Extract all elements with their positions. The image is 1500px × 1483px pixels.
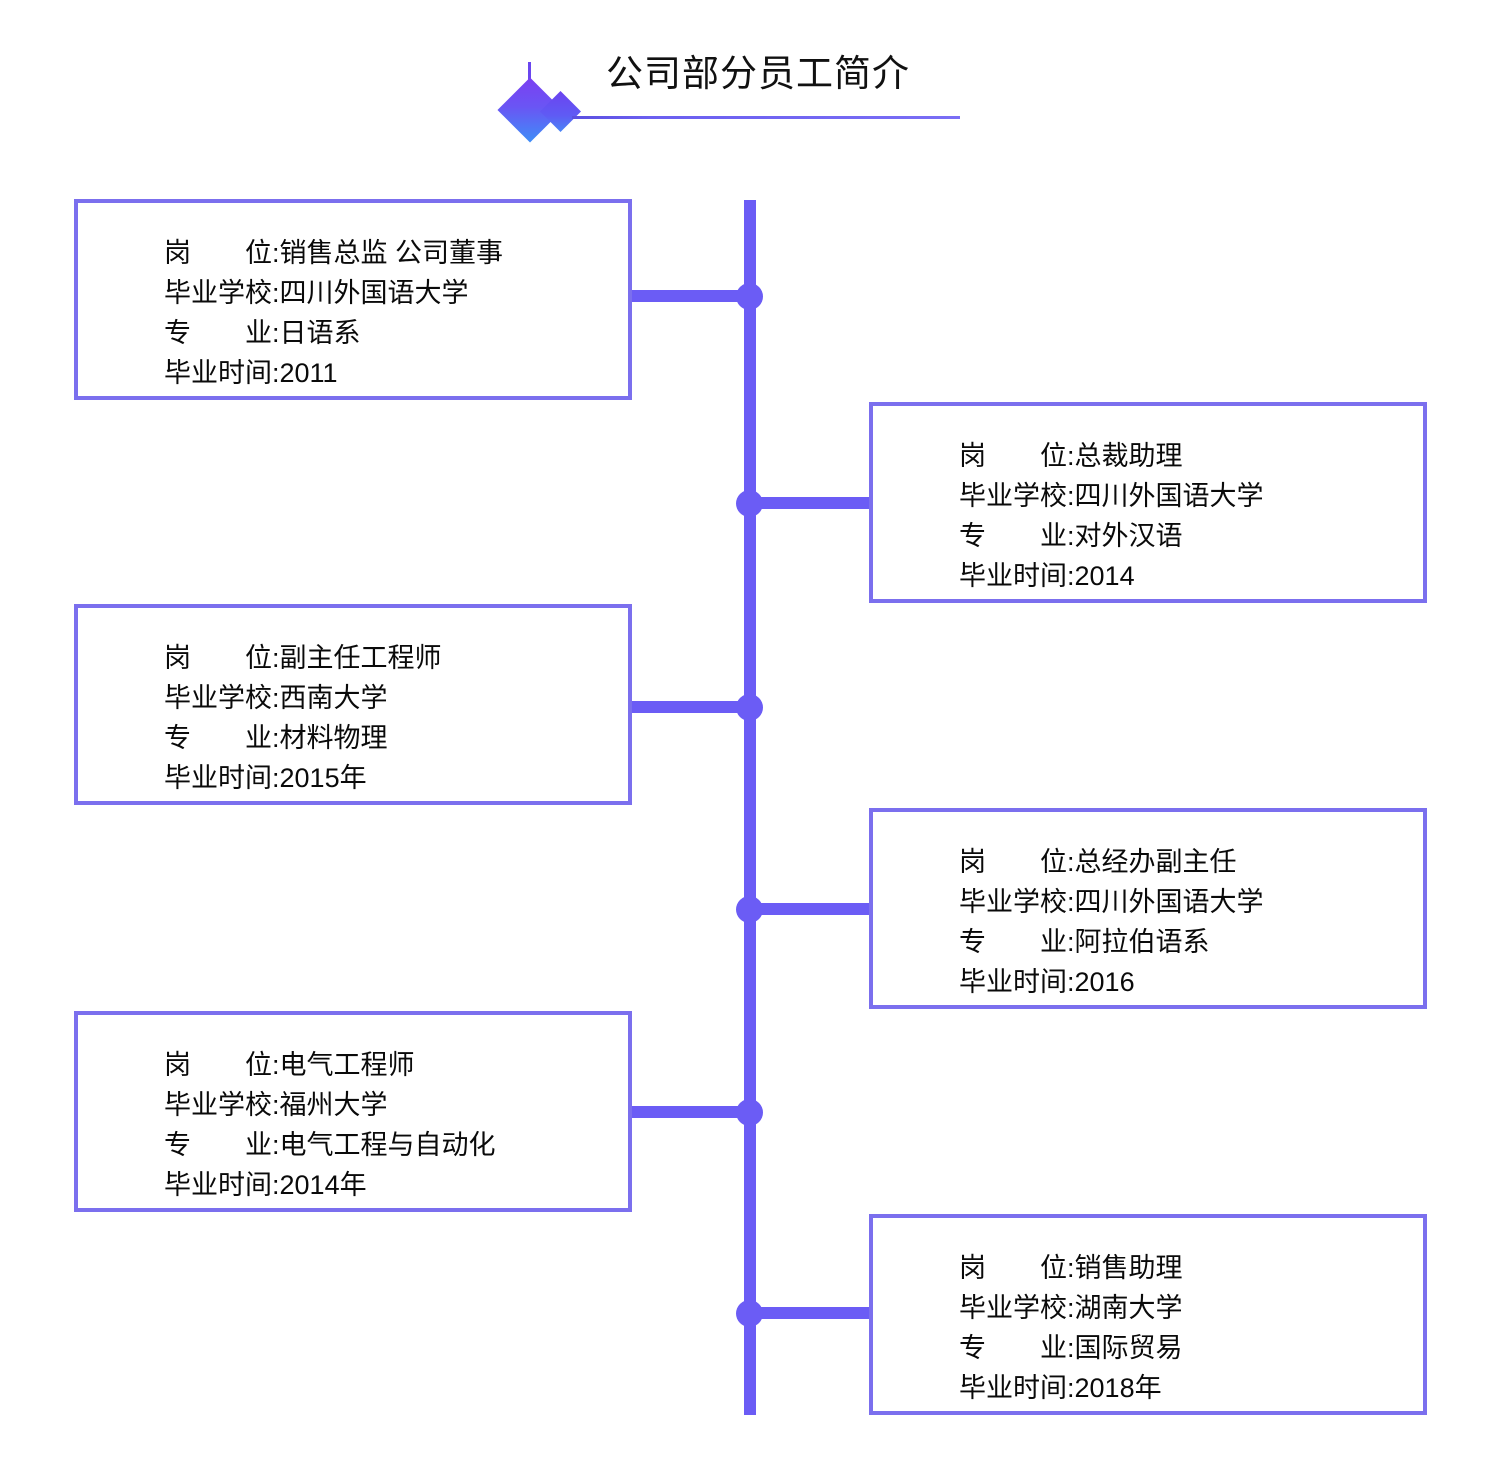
position-label: 岗 位: <box>164 643 280 673</box>
connector-arm-3 <box>628 701 750 713</box>
major-label: 专 业: <box>164 318 280 348</box>
school-value: 湖南大学 <box>1074 1293 1183 1323</box>
employee-gradtime-line: 毕业时间:2015年 <box>164 758 624 798</box>
gradtime-label: 毕业时间: <box>164 358 280 388</box>
major-value: 日语系 <box>279 318 361 348</box>
employee-gradtime-line: 毕业时间:2014年 <box>164 1165 624 1205</box>
employee-card[interactable]: 岗 位:电气工程师 毕业学校:福州大学 专 业:电气工程与自动化 毕业时间:20… <box>74 1011 632 1212</box>
employee-card[interactable]: 岗 位:销售总监 公司董事 毕业学校:四川外国语大学 专 业:日语系 毕业时间:… <box>74 199 632 400</box>
employee-position-line: 岗 位:电气工程师 <box>164 1045 624 1085</box>
employee-position-line: 岗 位:总裁助理 <box>959 436 1419 476</box>
employee-major-line: 专 业:对外汉语 <box>959 516 1419 556</box>
connector-arm-5 <box>628 1106 750 1118</box>
timeline-node-6[interactable] <box>736 1300 763 1327</box>
major-label: 专 业: <box>164 1130 280 1160</box>
position-value: 总裁助理 <box>1074 441 1183 471</box>
school-value: 福州大学 <box>279 1090 388 1120</box>
position-label: 岗 位: <box>959 1253 1075 1283</box>
employee-gradtime-line: 毕业时间:2011 <box>164 353 624 393</box>
major-label: 专 业: <box>959 521 1075 551</box>
school-label: 毕业学校: <box>164 278 280 308</box>
school-label: 毕业学校: <box>959 887 1075 917</box>
employee-card[interactable]: 岗 位:销售助理 毕业学校:湖南大学 专 业:国际贸易 毕业时间:2018年 <box>869 1214 1427 1415</box>
major-label: 专 业: <box>959 927 1075 957</box>
employee-school-line: 毕业学校:四川外国语大学 <box>959 882 1419 922</box>
school-label: 毕业学校: <box>959 481 1075 511</box>
position-label: 岗 位: <box>164 1050 280 1080</box>
gradtime-value: 2015年 <box>279 763 367 793</box>
major-value: 阿拉伯语系 <box>1074 927 1210 957</box>
school-value: 四川外国语大学 <box>1074 887 1264 917</box>
timeline-node-5[interactable] <box>736 1099 763 1126</box>
employee-major-line: 专 业:阿拉伯语系 <box>959 922 1419 962</box>
connector-arm-1 <box>628 290 750 302</box>
connector-arm-6 <box>750 1307 874 1319</box>
school-label: 毕业学校: <box>164 1090 280 1120</box>
school-label: 毕业学校: <box>959 1293 1075 1323</box>
connector-arm-2 <box>750 497 874 509</box>
gradtime-value: 2014 <box>1074 561 1135 591</box>
gradtime-value: 2014年 <box>279 1170 367 1200</box>
school-value: 四川外国语大学 <box>279 278 469 308</box>
school-value: 西南大学 <box>279 683 388 713</box>
gradtime-label: 毕业时间: <box>164 1170 280 1200</box>
position-label: 岗 位: <box>164 238 280 268</box>
school-value: 四川外国语大学 <box>1074 481 1264 511</box>
major-value: 材料物理 <box>279 723 388 753</box>
employee-major-line: 专 业:材料物理 <box>164 718 624 758</box>
timeline-spine <box>744 200 756 1415</box>
title-underline <box>572 116 960 119</box>
gradtime-label: 毕业时间: <box>959 967 1075 997</box>
employee-major-line: 专 业:国际贸易 <box>959 1328 1419 1368</box>
major-value: 国际贸易 <box>1074 1333 1183 1363</box>
employee-school-line: 毕业学校:福州大学 <box>164 1085 624 1125</box>
employee-gradtime-line: 毕业时间:2018年 <box>959 1368 1419 1408</box>
employee-gradtime-line: 毕业时间:2014 <box>959 556 1419 596</box>
timeline-node-2[interactable] <box>736 490 763 517</box>
major-value: 对外汉语 <box>1074 521 1183 551</box>
header: 公司部分员工简介 <box>0 0 1500 175</box>
position-label: 岗 位: <box>959 441 1075 471</box>
employee-position-line: 岗 位:销售总监 公司董事 <box>164 233 624 273</box>
position-value: 销售总监 公司董事 <box>279 238 504 268</box>
page-title: 公司部分员工简介 <box>606 53 910 94</box>
gradtime-label: 毕业时间: <box>959 561 1075 591</box>
major-label: 专 业: <box>959 1333 1075 1363</box>
school-label: 毕业学校: <box>164 683 280 713</box>
employee-major-line: 专 业:日语系 <box>164 313 624 353</box>
employee-card[interactable]: 岗 位:副主任工程师 毕业学校:西南大学 专 业:材料物理 毕业时间:2015年 <box>74 604 632 805</box>
employee-gradtime-line: 毕业时间:2016 <box>959 962 1419 1002</box>
major-label: 专 业: <box>164 723 280 753</box>
employee-school-line: 毕业学校:湖南大学 <box>959 1288 1419 1328</box>
employee-card[interactable]: 岗 位:总裁助理 毕业学校:四川外国语大学 专 业:对外汉语 毕业时间:2014 <box>869 402 1427 603</box>
gradtime-label: 毕业时间: <box>959 1373 1075 1403</box>
employee-position-line: 岗 位:总经办副主任 <box>959 842 1419 882</box>
connector-arm-4 <box>750 903 874 915</box>
employee-card[interactable]: 岗 位:总经办副主任 毕业学校:四川外国语大学 专 业:阿拉伯语系 毕业时间:2… <box>869 808 1427 1009</box>
timeline-node-1[interactable] <box>736 283 763 310</box>
position-value: 销售助理 <box>1074 1253 1183 1283</box>
employee-position-line: 岗 位:副主任工程师 <box>164 638 624 678</box>
employee-major-line: 专 业:电气工程与自动化 <box>164 1125 624 1165</box>
gradtime-value: 2011 <box>279 358 338 388</box>
position-value: 总经办副主任 <box>1074 847 1237 877</box>
position-value: 电气工程师 <box>279 1050 415 1080</box>
gradtime-value: 2018年 <box>1074 1373 1162 1403</box>
employee-position-line: 岗 位:销售助理 <box>959 1248 1419 1288</box>
employee-school-line: 毕业学校:四川外国语大学 <box>959 476 1419 516</box>
timeline-node-3[interactable] <box>736 694 763 721</box>
gradtime-value: 2016 <box>1074 967 1135 997</box>
employee-school-line: 毕业学校:西南大学 <box>164 678 624 718</box>
position-label: 岗 位: <box>959 847 1075 877</box>
diamond-tick-decoration <box>528 62 531 92</box>
position-value: 副主任工程师 <box>279 643 442 673</box>
timeline-node-4[interactable] <box>736 896 763 923</box>
employee-school-line: 毕业学校:四川外国语大学 <box>164 273 624 313</box>
major-value: 电气工程与自动化 <box>279 1130 496 1160</box>
gradtime-label: 毕业时间: <box>164 763 280 793</box>
